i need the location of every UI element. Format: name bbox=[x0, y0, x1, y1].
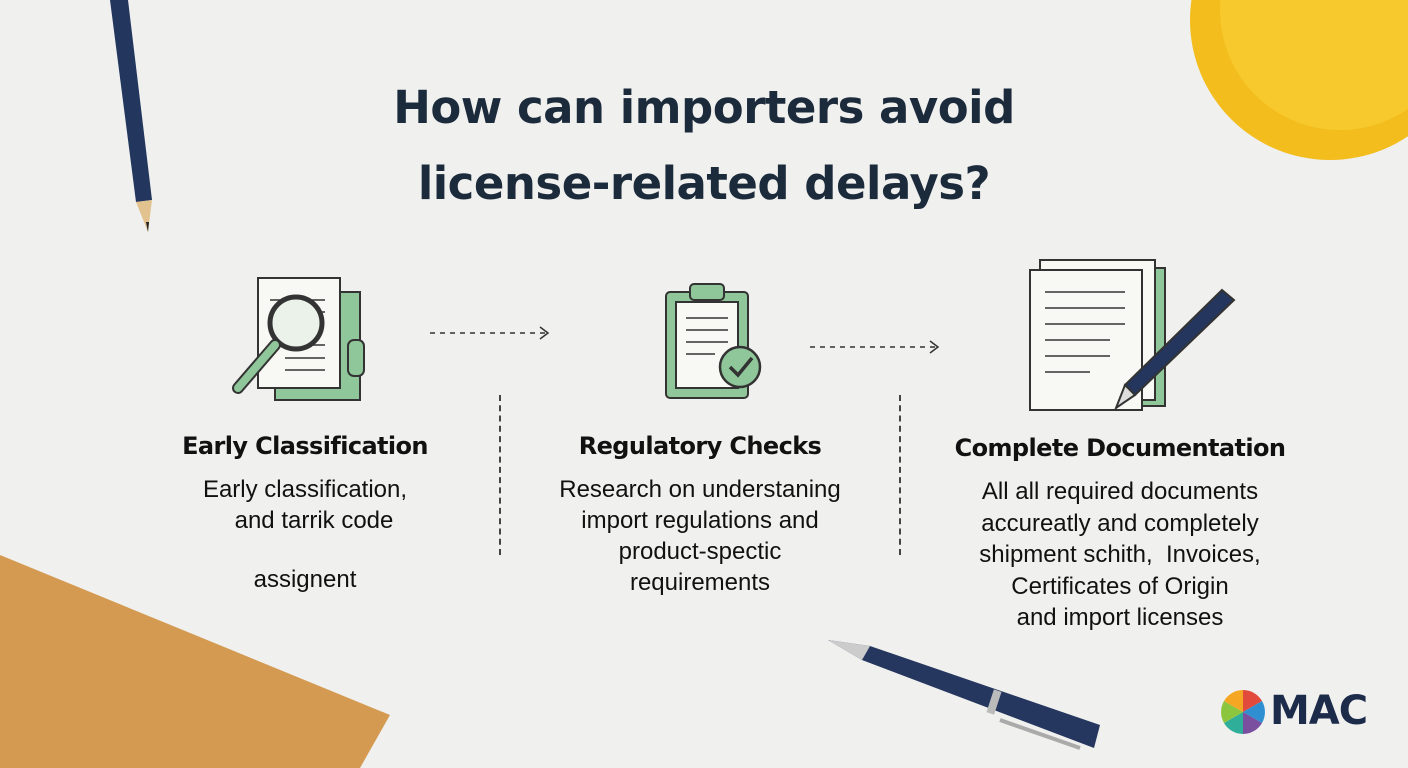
title-line-2: license-related delays? bbox=[417, 157, 991, 210]
step-regulatory-checks: Regulatory Checks Research on understani… bbox=[530, 432, 870, 598]
documents-pen-icon bbox=[1029, 259, 1236, 411]
desc-line: and import licenses bbox=[1016, 604, 1224, 631]
desc-line: and tarrik code bbox=[234, 507, 394, 534]
divider-1 bbox=[499, 395, 501, 555]
divider-2 bbox=[899, 395, 901, 555]
step-description: All all required documents accureatly an… bbox=[920, 476, 1320, 634]
cork-board-icon bbox=[0, 555, 390, 768]
desc-line: Research on understaning bbox=[559, 476, 841, 503]
desc-line: assignent bbox=[253, 566, 357, 593]
mac-logo-mark bbox=[1221, 690, 1265, 734]
pen-icon bbox=[828, 640, 1100, 750]
mac-logo-text: MAC bbox=[1270, 688, 1368, 734]
hard-hat-icon bbox=[1190, 0, 1408, 160]
step-complete-documentation: Complete Documentation All all required … bbox=[920, 434, 1320, 634]
desc-line: import regulations and bbox=[581, 507, 819, 534]
page-title: How can importers avoid license-related … bbox=[0, 70, 1408, 222]
desc-line: Certificates of Origin bbox=[1011, 572, 1229, 600]
step-early-classification: Early Classification Early classificatio… bbox=[150, 432, 460, 595]
step-heading: Early Classification bbox=[182, 432, 428, 460]
desc-line: shipment schith, Invoices, bbox=[979, 541, 1261, 568]
desc-line: accureatly and completely bbox=[981, 509, 1259, 537]
step-description: Research on understaning import regulati… bbox=[530, 474, 870, 598]
desc-line: requirements bbox=[629, 569, 771, 596]
step-description: Early classification, and tarrik code as… bbox=[150, 474, 460, 595]
title-line-1: How can importers avoid bbox=[393, 81, 1015, 134]
pencil-icon bbox=[110, 0, 152, 232]
desc-line bbox=[150, 536, 460, 564]
magnifier-document-icon bbox=[232, 277, 365, 401]
step-heading: Regulatory Checks bbox=[578, 432, 822, 460]
desc-line: product-spectic bbox=[618, 538, 782, 565]
desc-line: All all required documents bbox=[981, 478, 1259, 505]
desc-line: Early classification, bbox=[202, 476, 408, 503]
clipboard-check-icon bbox=[665, 283, 762, 399]
step-heading: Complete Documentation bbox=[954, 434, 1286, 462]
